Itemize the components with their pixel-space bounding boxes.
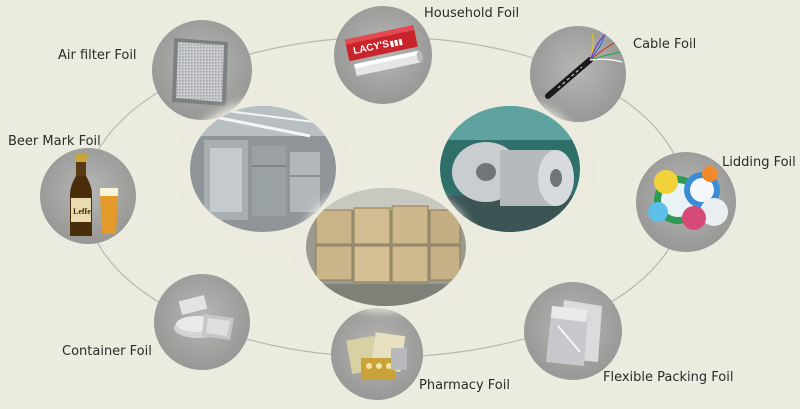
svg-text:▮▮▮: ▮▮▮ — [389, 37, 404, 49]
air-filter-icon — [172, 38, 228, 106]
flexible-packing-foil-label: Flexible Packing Foil — [603, 370, 734, 385]
annealing-furnace-photo — [190, 106, 336, 232]
cable-icon — [545, 31, 623, 99]
beer-bottle-icon: Leffe — [70, 154, 118, 236]
aluminum-coils-photo — [440, 106, 580, 232]
lidding-foil-bubble — [636, 152, 736, 252]
beer-mark-foil-label: Beer Mark Foil — [8, 134, 101, 149]
blister-pack-icon — [346, 332, 407, 380]
air-filter-foil-label: Air filter Foil — [58, 48, 137, 63]
warehouse-photo — [306, 188, 466, 306]
household-foil-label: Household Foil — [424, 6, 520, 21]
lidding-foil-label: Lidding Foil — [722, 155, 796, 170]
cable-foil-bubble — [530, 26, 626, 122]
container-foil-bubble — [154, 274, 250, 370]
foil-pouch-icon — [546, 300, 602, 366]
svg-text:Leffe: Leffe — [73, 207, 91, 216]
pharmacy-foil-bubble — [331, 308, 423, 400]
coils-photo — [440, 106, 580, 232]
foil-container-icon — [174, 295, 234, 340]
air-filter-foil-bubble — [152, 20, 252, 120]
beer-mark-foil-bubble: Leffe — [40, 148, 136, 244]
household-foil-bubble: LACY'S ▮▮▮ — [334, 6, 432, 104]
pharmacy-foil-label: Pharmacy Foil — [419, 378, 510, 393]
furnace-photo — [190, 106, 336, 232]
cable-foil-label: Cable Foil — [633, 37, 697, 52]
crate-warehouse-photo — [306, 188, 466, 306]
flexible-packing-foil-bubble — [524, 282, 622, 380]
lidding-lids-icon — [648, 166, 728, 230]
container-foil-label: Container Foil — [62, 344, 152, 359]
foil-roll-box-icon: LACY'S ▮▮▮ — [344, 25, 424, 77]
